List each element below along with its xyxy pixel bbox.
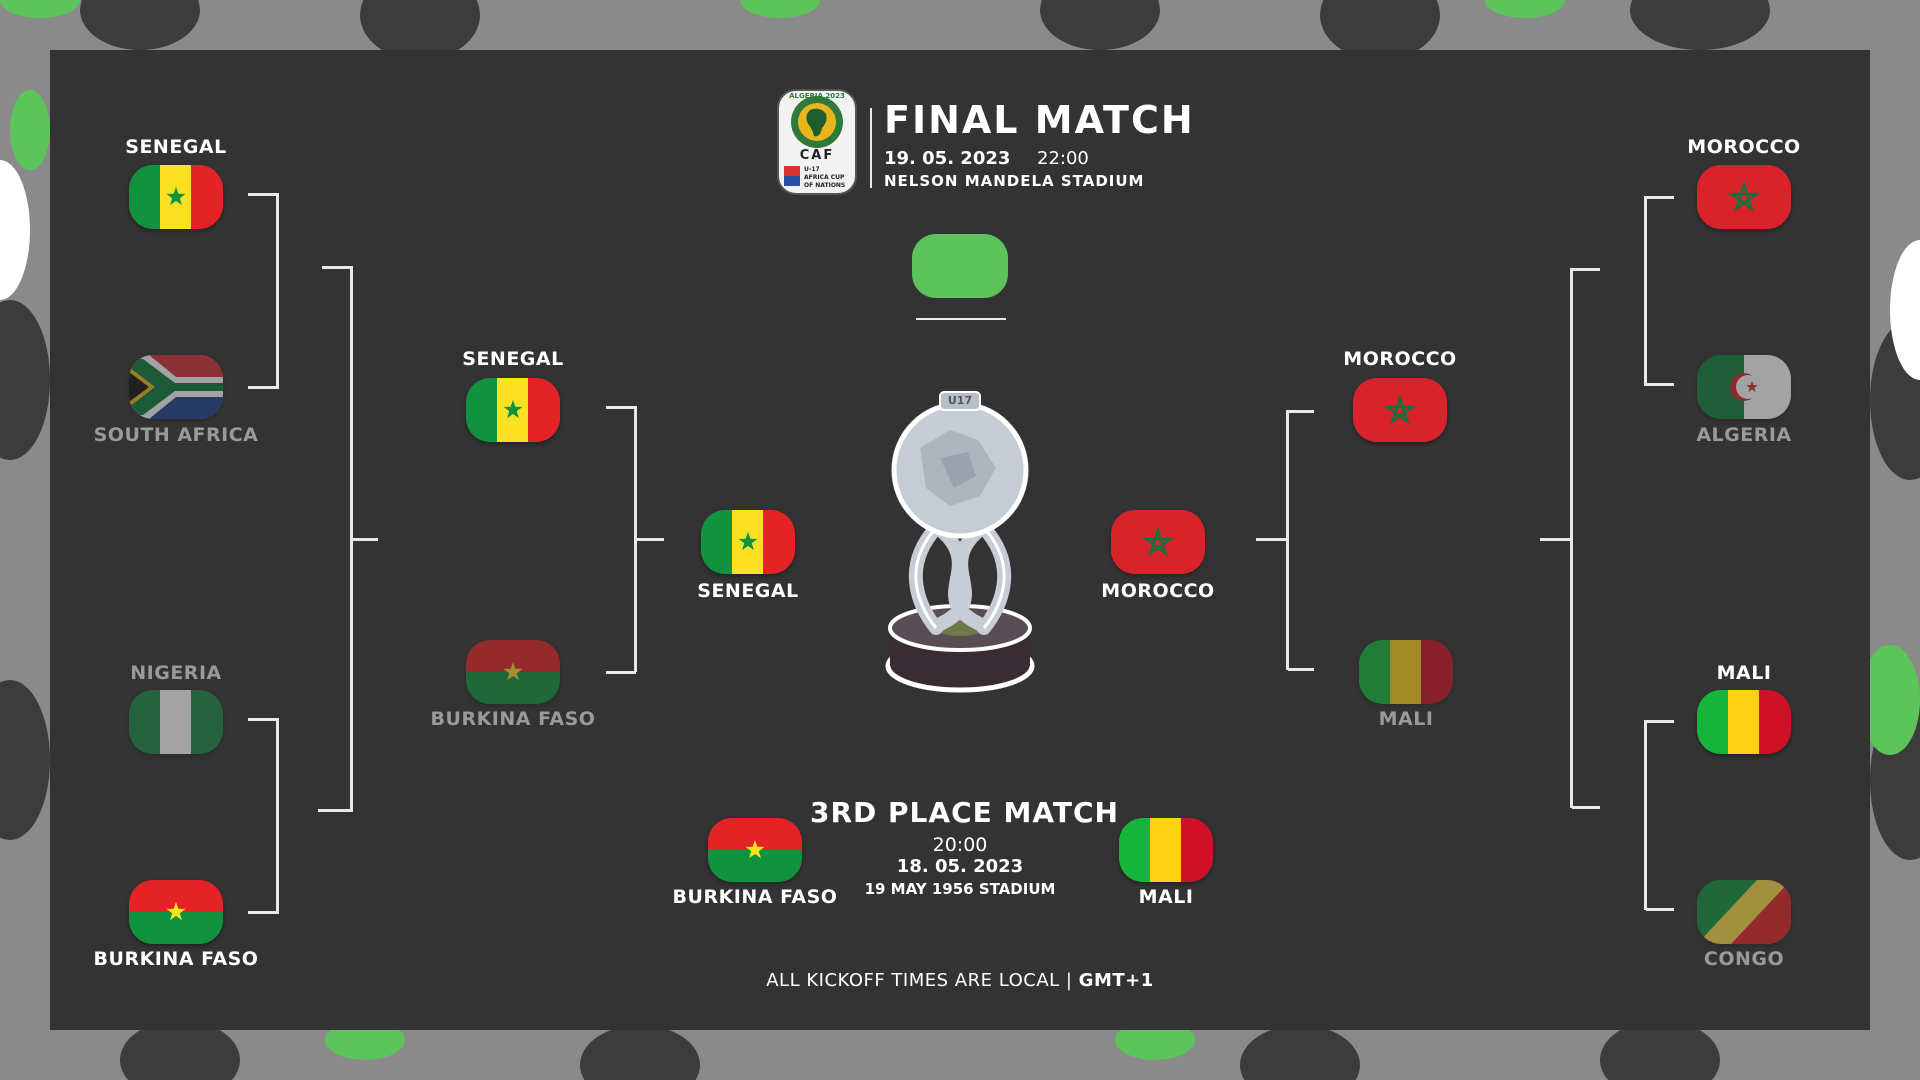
final-time: 22:00 [1037,148,1089,169]
bracket-line [1646,383,1674,386]
bracket-line [248,911,278,914]
algeria-flag-graphic [1697,355,1791,419]
burkina-faso-flag-graphic [466,640,560,704]
burkina-faso-flag [129,880,223,944]
bracket-line [1572,268,1600,271]
team-label-right-qf-3: MALI [1716,662,1772,684]
mali-flag [1359,640,1453,704]
mali-flag-graphic [1697,690,1791,754]
bracket-line [1572,806,1600,809]
winner-slot [912,234,1008,298]
logo-line1: U-17 [804,166,820,173]
team-label-right-qf-4: CONGO [1703,948,1785,970]
congo-flag-graphic [1697,880,1791,944]
logo-line3: OF NATIONS [804,182,846,189]
bracket-line [276,718,279,914]
trophy-icon [885,391,1035,693]
congo-flag [1697,880,1791,944]
bracket-line [1644,720,1647,910]
logo-brand: CAF [799,148,835,163]
caf-logo: CAF ALGERIA 2023 U-17 AFRICA CUP OF NATI… [776,88,858,196]
senegal-flag-graphic [129,165,223,229]
bracket-line [1646,908,1674,911]
team-label-left-qf-3: NIGERIA [130,662,222,684]
team-label-third-left: BURKINA FASO [672,886,838,908]
bracket-line [1646,196,1674,199]
bracket-line [606,671,636,674]
logo-top-text: ALGERIA 2023 [789,92,845,100]
final-date: 19. 05. 2023 [884,148,1011,169]
senegal-flag-graphic [701,510,795,574]
morocco-flag-graphic [1111,510,1205,574]
header-divider [870,108,872,188]
burkina-faso-flag [708,818,802,882]
team-label-right-sf-1: MOROCCO [1343,348,1457,370]
caf-logo-graphic [777,89,857,195]
third-place-title: 3RD PLACE MATCH [810,796,1119,829]
burkina-faso-flag-graphic [708,818,802,882]
bracket-line [1646,720,1674,723]
burkina-faso-flag-graphic [129,880,223,944]
team-label-left-sf-1: SENEGAL [462,348,564,370]
bracket-line [322,266,352,269]
bracket-line [248,193,278,196]
senegal-flag-graphic [466,378,560,442]
team-label-left-sf-2: BURKINA FASO [430,708,596,730]
mali-flag-graphic [1359,640,1453,704]
bracket-line [1644,196,1647,386]
bracket-line [606,406,636,409]
bracket-line [1288,410,1314,413]
senegal-flag [701,510,795,574]
team-label-left-qf-2: SOUTH AFRICA [93,424,259,446]
footer-note-text: ALL KICKOFF TIMES ARE LOCAL | [766,970,1079,991]
bracket-line [634,538,664,541]
team-label-right-finalist: MOROCCO [1101,580,1215,602]
mali-flag [1119,818,1213,882]
bracket-line [350,538,378,541]
bracket-line [318,809,352,812]
team-label-right-sf-2: MALI [1378,708,1434,730]
team-label-right-qf-1: MOROCCO [1687,136,1801,158]
senegal-flag [129,165,223,229]
logo-line2: AFRICA CUP [804,174,845,181]
bracket-line [276,193,279,389]
trophy-tag: U17 [947,394,973,407]
footer-note: ALL KICKOFF TIMES ARE LOCAL | GMT+1 [710,970,1210,991]
final-venue: NELSON MANDELA STADIUM [884,172,1145,190]
morocco-flag [1353,378,1447,442]
morocco-flag [1697,165,1791,229]
bracket-line [248,718,278,721]
morocco-flag-graphic [1697,165,1791,229]
third-place-date: 18. 05. 2023 [896,856,1024,877]
team-label-left-finalist: SENEGAL [697,580,799,602]
final-match-title: FINAL MATCH [884,98,1195,142]
footer-timezone: GMT+1 [1078,970,1154,991]
team-label-third-right: MALI [1138,886,1194,908]
team-label-right-qf-2: ALGERIA [1696,424,1792,446]
nigeria-flag [129,690,223,754]
burkina-faso-flag [466,640,560,704]
south-africa-flag-graphic [129,355,223,419]
third-place-venue: 19 MAY 1956 STADIUM [864,880,1056,898]
senegal-flag [466,378,560,442]
mali-flag-graphic [1119,818,1213,882]
morocco-flag-graphic [1353,378,1447,442]
algeria-flag [1697,355,1791,419]
third-place-time: 20:00 [932,834,988,856]
mali-flag [1697,690,1791,754]
winner-underline [916,318,1006,320]
team-label-left-qf-4: BURKINA FASO [93,948,259,970]
team-label-left-qf-1: SENEGAL [125,136,227,158]
morocco-flag [1111,510,1205,574]
bracket-line [1256,538,1288,541]
bracket-line [1540,538,1572,541]
south-africa-flag [129,355,223,419]
bracket-line [1288,668,1314,671]
bracket-line [248,386,278,389]
nigeria-flag-graphic [129,690,223,754]
